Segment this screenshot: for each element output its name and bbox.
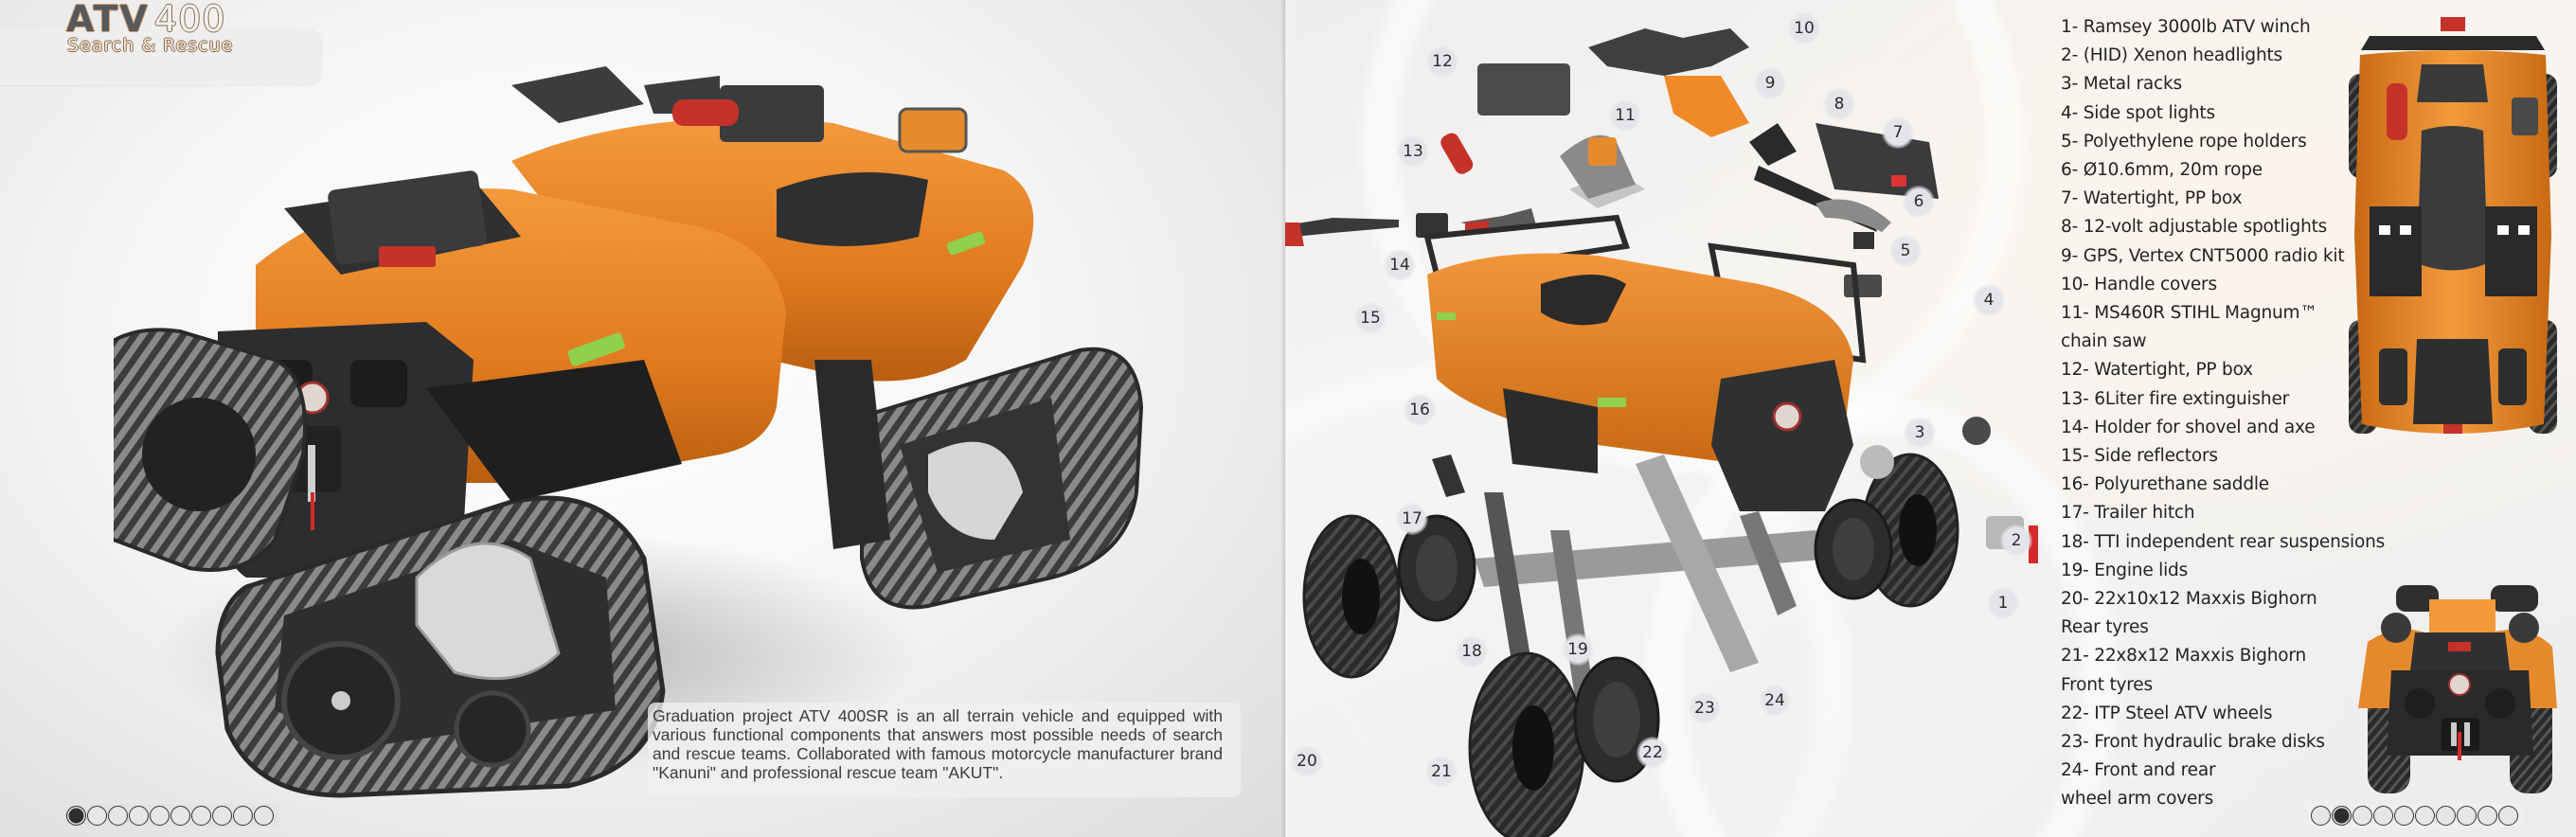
exploded-view-image xyxy=(1285,28,2038,837)
callout-2: 2 xyxy=(2000,525,2032,557)
callout-9: 9 xyxy=(1754,67,1786,99)
spec-item: 16- Polyurethane saddle xyxy=(2061,474,2269,495)
callout-22: 22 xyxy=(1637,737,1669,769)
spec-item: 17- Trailer hitch xyxy=(2061,503,2195,524)
page-dot-10[interactable] xyxy=(254,806,274,826)
callout-20: 20 xyxy=(1291,745,1323,777)
page-dot-3[interactable] xyxy=(2352,806,2372,826)
callout-18: 18 xyxy=(1456,635,1488,668)
spec-item: Front tyres xyxy=(2061,674,2153,695)
spec-item: 11- MS460R STIHL Magnum™ xyxy=(2061,303,2317,324)
spec-item: 23- Front hydraulic brake disks xyxy=(2061,732,2325,753)
callout-11: 11 xyxy=(1609,99,1641,132)
spec-item: 3- Metal racks xyxy=(2061,74,2182,95)
callout-12: 12 xyxy=(1426,45,1458,78)
callout-7: 7 xyxy=(1882,116,1914,149)
page-dot-10[interactable] xyxy=(2498,806,2518,826)
page-dot-1[interactable] xyxy=(2311,806,2331,826)
page-dot-4[interactable] xyxy=(2373,806,2393,826)
spec-item: 6- Ø10.6mm, 20m rope xyxy=(2061,160,2263,181)
page-dot-9[interactable] xyxy=(2478,806,2497,826)
callout-1: 1 xyxy=(1987,587,2019,619)
title-number: 400 xyxy=(153,0,226,40)
description-panel xyxy=(648,703,1241,797)
spec-item: 15- Side reflectors xyxy=(2061,446,2218,467)
callout-17: 17 xyxy=(1396,503,1428,535)
callout-5: 5 xyxy=(1889,235,1922,267)
page-title: ATV 400 xyxy=(66,0,226,44)
callout-16: 16 xyxy=(1404,394,1436,426)
page-dot-5[interactable] xyxy=(2394,806,2414,826)
callout-6: 6 xyxy=(1903,186,1935,218)
callout-23: 23 xyxy=(1689,692,1721,724)
page-dot-6[interactable] xyxy=(2415,806,2435,826)
page-dot-9[interactable] xyxy=(233,806,253,826)
page-dot-7[interactable] xyxy=(191,806,211,826)
title-subtitle: Search & Rescue xyxy=(67,35,234,56)
page-dot-5[interactable] xyxy=(150,806,170,826)
callout-24: 24 xyxy=(1759,685,1791,717)
hero-atv-image xyxy=(114,66,1144,798)
page-dot-6[interactable] xyxy=(170,806,190,826)
page-dot-2[interactable] xyxy=(87,806,107,826)
spec-item: chain saw xyxy=(2061,331,2147,352)
page-dot-8[interactable] xyxy=(212,806,232,826)
page-dot-2[interactable] xyxy=(2332,806,2352,826)
page-indicator-left xyxy=(63,804,278,828)
callout-10: 10 xyxy=(1788,12,1820,45)
spec-list: 1- Ramsey 3000lb ATV winch 2- (HID) Xeno… xyxy=(2061,13,2386,814)
page-indicator-right xyxy=(2307,804,2523,828)
spec-item: wheel arm covers xyxy=(2061,789,2214,810)
spec-item: 24- Front and rear xyxy=(2061,760,2216,781)
spec-item: 20- 22x10x12 Maxxis Bighorn xyxy=(2061,589,2317,610)
description-text: Graduation project ATV 400SR is an all t… xyxy=(653,706,1223,782)
spec-item: 8- 12-volt adjustable spotlights xyxy=(2061,217,2328,238)
page-dot-8[interactable] xyxy=(2457,806,2477,826)
spec-item: 22- ITP Steel ATV wheels xyxy=(2061,703,2273,723)
callout-13: 13 xyxy=(1397,135,1429,168)
title-model: ATV xyxy=(66,0,150,40)
spec-item: 5- Polyethylene rope holders xyxy=(2061,131,2307,151)
page-dot-4[interactable] xyxy=(129,806,149,826)
callout-8: 8 xyxy=(1823,88,1855,120)
spec-item: 19- Engine lids xyxy=(2061,560,2189,580)
spec-item: 18- TTI independent rear suspensions xyxy=(2061,531,2386,552)
spec-item: 7- Watertight, PP box xyxy=(2061,188,2243,209)
spec-item: 13- 6Liter fire extinguisher xyxy=(2061,388,2290,409)
callout-19: 19 xyxy=(1562,633,1594,666)
page-dot-7[interactable] xyxy=(2436,806,2456,826)
callout-21: 21 xyxy=(1425,756,1458,788)
callout-14: 14 xyxy=(1384,249,1416,281)
spec-item: 4- Side spot lights xyxy=(2061,102,2215,123)
spec-item: 14- Holder for shovel and axe xyxy=(2061,417,2316,437)
atv-front-view-image xyxy=(2358,585,2557,793)
callout-4: 4 xyxy=(1973,284,2005,316)
left-page: ATV 400 Search & Rescue xyxy=(0,0,1285,837)
spec-item: 21- 22x8x12 Maxxis Bighorn xyxy=(2061,646,2307,667)
spec-item: 10- Handle covers xyxy=(2061,274,2217,294)
page-dot-1[interactable] xyxy=(66,806,86,826)
spec-item: 1- Ramsey 3000lb ATV winch xyxy=(2061,17,2311,37)
atv-top-view-image xyxy=(2349,17,2557,434)
page-gutter xyxy=(1280,0,1290,837)
spec-item: Rear tyres xyxy=(2061,617,2149,638)
spec-item: 2- (HID) Xenon headlights xyxy=(2061,45,2282,66)
callout-15: 15 xyxy=(1354,302,1386,334)
spec-item: 12- Watertight, PP box xyxy=(2061,360,2253,381)
title-banner xyxy=(0,28,322,85)
page-dot-3[interactable] xyxy=(108,806,128,826)
callout-3: 3 xyxy=(1904,417,1936,449)
spec-item: 9- GPS, Vertex CNT5000 radio kit xyxy=(2061,245,2345,266)
